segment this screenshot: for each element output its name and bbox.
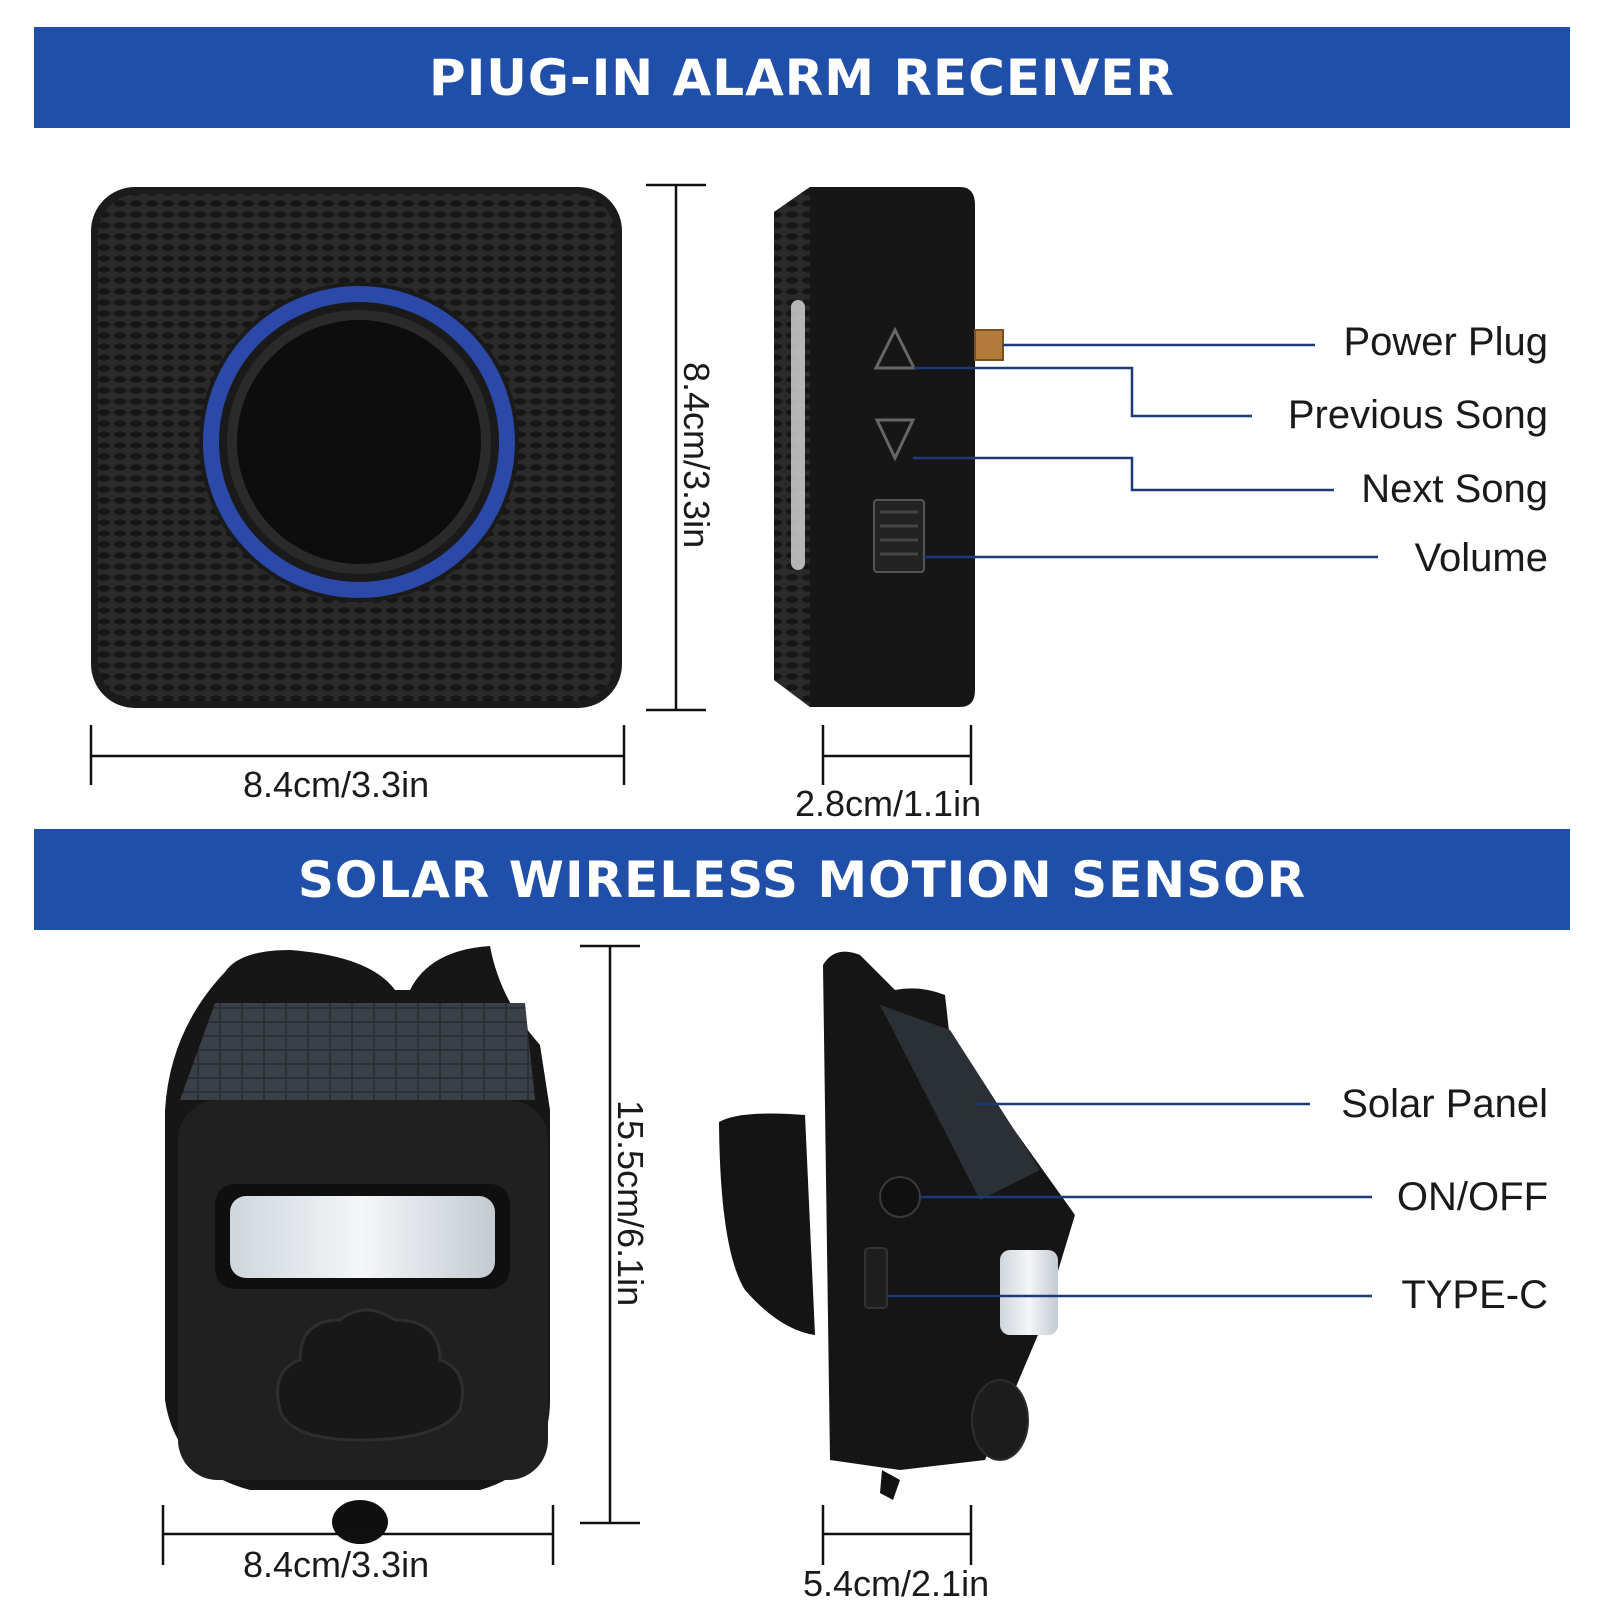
sensor-depth-dimension: 5.4cm/2.1in (803, 1563, 990, 1604)
callout-type-c: TYPE-C (1401, 1273, 1548, 1317)
receiver-section-banner: PIUG-IN ALARM RECEIVER (34, 27, 1570, 128)
receiver-dimension-lines (89, 183, 973, 785)
receiver-section-title: PIUG-IN ALARM RECEIVER (429, 48, 1175, 107)
solar-panel (180, 1003, 535, 1100)
receiver-depth-dimension: 2.8cm/1.1in (795, 783, 982, 824)
callout-on-off: ON/OFF (1396, 1175, 1548, 1219)
sensor-section-title: SOLAR WIRELESS MOTION SENSOR (297, 850, 1307, 909)
on-off-button (879, 1176, 921, 1218)
receiver-height-dimension: 8.4cm/3.3in (676, 362, 717, 549)
solar-panel-side (880, 1005, 1040, 1200)
receiver-front-view (91, 187, 622, 708)
callout-power-plug: Power Plug (1343, 320, 1548, 364)
callout-next-song: Next Song (1361, 467, 1548, 511)
sensor-side-view (719, 951, 1075, 1500)
pir-sensor-lens (230, 1196, 495, 1278)
callout-solar-panel: Solar Panel (1341, 1082, 1548, 1126)
power-plug-prong (974, 329, 1004, 361)
volume-switch (873, 499, 925, 573)
sensor-leader-lines (887, 1102, 1372, 1298)
sensor-section-banner: SOLAR WIRELESS MOTION SENSOR (34, 829, 1570, 930)
receiver-width-dimension: 8.4cm/3.3in (243, 764, 430, 805)
sensor-width-dimension: 8.4cm/3.3in (243, 1544, 430, 1585)
sensor-front-view (165, 946, 550, 1544)
previous-song-button (873, 326, 917, 370)
type-c-port (864, 1247, 888, 1309)
led-ring (203, 286, 515, 598)
receiver-side-view (774, 187, 1004, 707)
receiver-leader-lines (913, 343, 1378, 559)
next-song-button (874, 418, 916, 462)
receiver-speaker-button (237, 320, 481, 564)
sensor-dimension-lines (161, 944, 973, 1565)
sensor-height-dimension: 15.5cm/6.1in (610, 1100, 651, 1307)
callout-volume: Volume (1414, 536, 1548, 580)
callout-previous-song: Previous Song (1287, 393, 1548, 437)
